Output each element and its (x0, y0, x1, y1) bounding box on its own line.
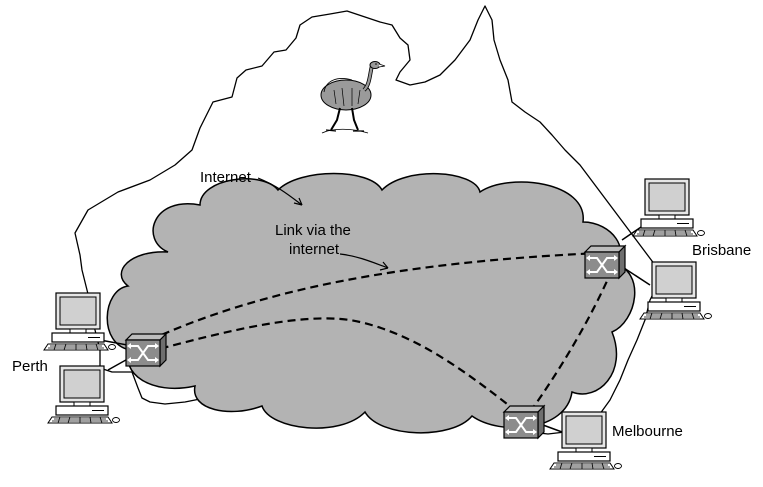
link-arrow (339, 253, 389, 269)
cable-brisbane-top (621, 224, 645, 241)
router-icon (125, 333, 167, 367)
internet-label: Internet (200, 169, 252, 186)
melbourne-label: Melbourne (612, 423, 683, 440)
link-perth-brisbane (149, 251, 601, 342)
link-brisbane-melbourne (529, 269, 614, 413)
internet-arrow (257, 177, 303, 206)
computer-icon (632, 178, 706, 237)
router-icon (584, 245, 626, 279)
computer-icon (47, 365, 121, 424)
link-label-line2: internet (289, 241, 340, 258)
perth-label: Perth (12, 358, 48, 375)
link-perth-melbourne (147, 317, 521, 415)
link-label-line1: Link via the (275, 222, 351, 239)
cable-melbourne (542, 424, 563, 433)
cable-brisbane-bottom (623, 267, 651, 286)
router-icon (503, 405, 545, 439)
emu-icon (320, 61, 386, 134)
annotation-arrows (257, 177, 389, 271)
brisbane-label: Brisbane (692, 242, 751, 259)
internet-cloud (106, 172, 636, 434)
